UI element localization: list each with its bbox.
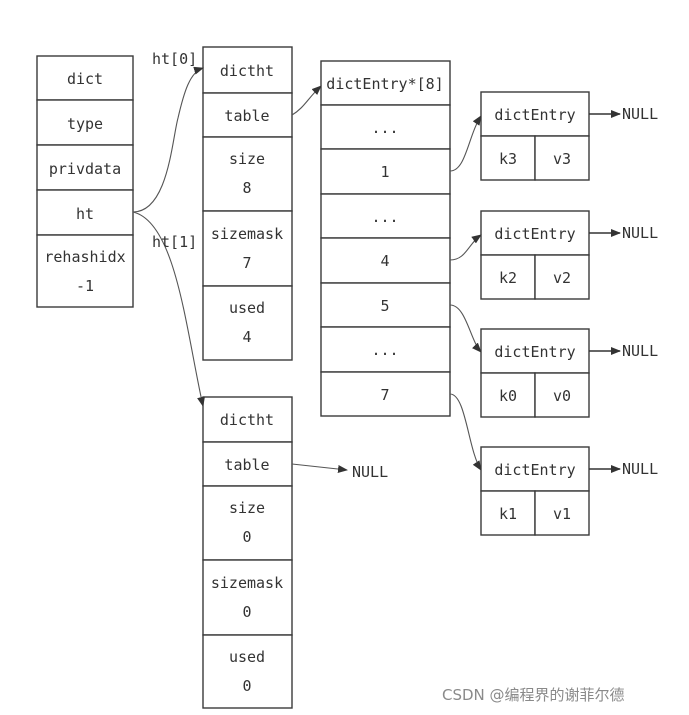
ht1-cell-table <box>202 441 293 487</box>
ht0-cell-size-label: size <box>229 150 265 168</box>
entry-value: v0 <box>553 387 571 405</box>
link-slot4-to-k2 <box>449 234 482 261</box>
ht0-cell-sizemask-value: 7 <box>242 254 251 272</box>
table-slot-text: 4 <box>380 252 389 270</box>
entry-next-null: NULL <box>622 460 658 478</box>
dict-cell-name-text: dict <box>67 70 103 88</box>
dict-cell-ht: ht <box>36 189 134 236</box>
entry-value: v1 <box>553 505 571 523</box>
table-slot-text: ... <box>371 341 398 359</box>
table-slot <box>320 282 451 328</box>
watermark: CSDN @编程界的谢菲尔德 <box>442 686 625 704</box>
ht0-cell-dictht-text: dictht <box>220 62 274 80</box>
ht0-cell-size <box>202 136 293 212</box>
dict-struct: dict type privdata ht rehashidx -1 <box>36 55 134 308</box>
ht0-cell-sizemask-label: sizemask <box>211 225 283 243</box>
entry-title: dictEntry <box>494 343 575 361</box>
dict-cell-name: dict <box>36 55 134 101</box>
ht0-cell-table <box>202 92 293 138</box>
dict-cell-type-text: type <box>67 115 103 133</box>
link-slot1-to-k3 <box>449 115 482 172</box>
table-slot <box>320 371 451 417</box>
ht1-cell-used <box>202 634 293 709</box>
link-table-to-array <box>291 85 322 116</box>
ht0-cell-used <box>202 285 293 361</box>
entry-k2: dictEntry k2 v2 NULL <box>480 210 658 300</box>
ht0-cell-used-label: used <box>229 299 265 317</box>
ht1-cell-size <box>202 485 293 561</box>
entry-next-null: NULL <box>622 224 658 242</box>
ht1-cell-sizemask-value: 0 <box>242 603 251 621</box>
table-array-header-text: dictEntry*[8] <box>326 75 443 93</box>
entry-key-cell <box>480 135 536 181</box>
link-slot5-to-k0 <box>449 304 482 353</box>
ht1-cell-size-value: 0 <box>242 528 251 546</box>
connectors: ht[0] ht[1] NULL <box>132 50 482 481</box>
ht0-cell-used-value: 4 <box>242 328 251 346</box>
dict-cell-rehashidx: rehashidx -1 <box>36 234 134 308</box>
ht1-table-null: NULL <box>352 463 388 481</box>
entry-next-null: NULL <box>622 342 658 360</box>
ht0-struct: dictht table size 8 sizemask 7 used 4 <box>202 46 293 361</box>
ht0-cell-size-value: 8 <box>242 179 251 197</box>
entry-k0: dictEntry k0 v0 NULL <box>480 328 658 418</box>
entry-key: k3 <box>499 150 517 168</box>
entry-k1: dictEntry k1 v1 NULL <box>480 446 658 536</box>
entry-value: v3 <box>553 150 571 168</box>
ht1-cell-used-value: 0 <box>242 677 251 695</box>
ht1-cell-sizemask-label: sizemask <box>211 574 283 592</box>
entry-value-cell <box>534 490 590 536</box>
entry-value-cell <box>534 372 590 418</box>
entry-key-cell <box>480 254 536 300</box>
link-ht-to-ht0 <box>132 66 204 213</box>
entry-value: v2 <box>553 269 571 287</box>
entry-key: k2 <box>499 269 517 287</box>
link-slot7-to-k1 <box>449 393 482 471</box>
ht1-struct: dictht table size 0 sizemask 0 used 0 <box>202 396 293 709</box>
ht1-label: ht[1] <box>152 233 197 251</box>
dict-cell-privdata-text: privdata <box>49 160 121 178</box>
entry-title-cell <box>480 91 590 137</box>
link-ht1-table-null <box>291 463 348 474</box>
table-array: dictEntry*[8] ... 1 ... 4 5 ... 7 <box>320 60 451 417</box>
dict-cell-rehashidx-label: rehashidx <box>44 248 125 266</box>
entry-title: dictEntry <box>494 106 575 124</box>
entry-value-cell <box>534 254 590 300</box>
entry-key-cell <box>480 372 536 418</box>
table-slot <box>320 193 451 239</box>
table-slot-text: 7 <box>380 386 389 404</box>
ht1-cell-sizemask <box>202 559 293 636</box>
dict-cell-privdata: privdata <box>36 144 134 191</box>
ht0-cell-sizemask <box>202 210 293 287</box>
table-slot-text: ... <box>371 119 398 137</box>
ht1-cell-table-text: table <box>224 456 269 474</box>
entry-title: dictEntry <box>494 461 575 479</box>
table-slot-text: ... <box>371 208 398 226</box>
dict-cell-rehashidx-value: -1 <box>76 277 94 295</box>
dict-cell-ht-text: ht <box>76 205 94 223</box>
entry-k3: dictEntry k3 v3 NULL <box>480 91 658 181</box>
ht1-cell-dictht-text: dictht <box>220 411 274 429</box>
entry-next-null: NULL <box>622 105 658 123</box>
ht0-cell-table-text: table <box>224 107 269 125</box>
ht0-label: ht[0] <box>152 50 197 68</box>
entry-title: dictEntry <box>494 225 575 243</box>
entry-key: k0 <box>499 387 517 405</box>
entry-key: k1 <box>499 505 517 523</box>
dict-cell-type: type <box>36 99 134 146</box>
entry-value-cell <box>534 135 590 181</box>
table-slot-text: 1 <box>380 163 389 181</box>
table-slot-text: 5 <box>380 297 389 315</box>
link-ht-to-ht1 <box>132 211 205 407</box>
ht1-cell-used-label: used <box>229 648 265 666</box>
entry-title-cell <box>480 446 590 492</box>
table-slot <box>320 104 451 150</box>
ht1-cell-size-label: size <box>229 499 265 517</box>
